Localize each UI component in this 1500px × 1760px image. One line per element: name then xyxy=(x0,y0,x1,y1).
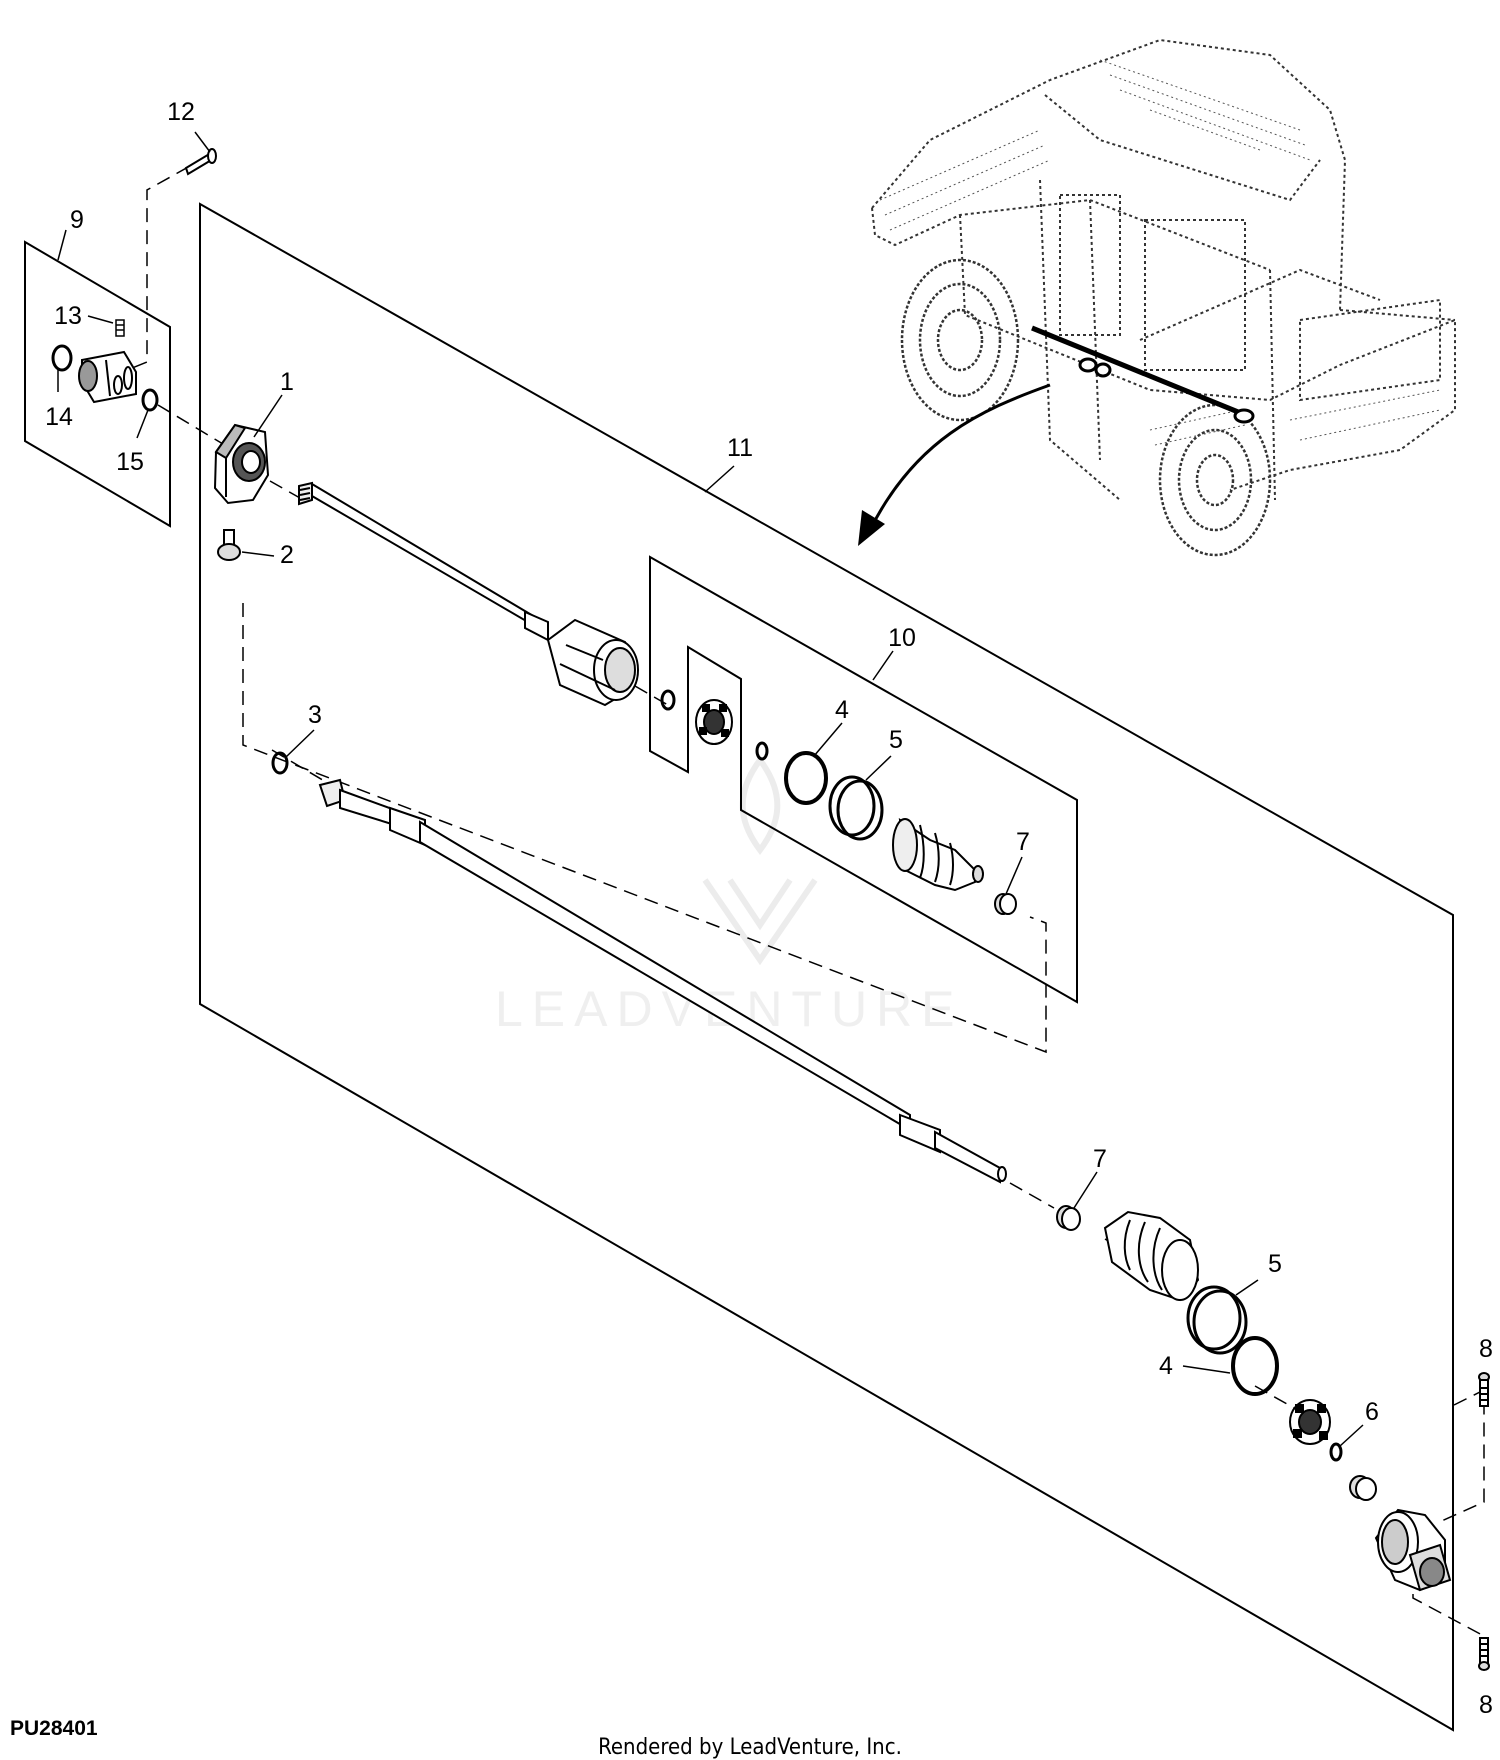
callout-leader-lines xyxy=(57,131,1364,1447)
upper-cv-housing xyxy=(546,618,639,707)
part-5-lower-band xyxy=(1186,1285,1248,1355)
watermark-logo xyxy=(702,754,818,966)
part-5-upper-band xyxy=(828,775,884,841)
lower-cv-boot xyxy=(1103,1210,1200,1302)
figure-id: PU28401 xyxy=(10,1717,98,1740)
callout-7-lower: 7 xyxy=(1093,1145,1107,1173)
kit-9-outline xyxy=(24,240,171,528)
callout-15: 15 xyxy=(116,448,144,476)
vehicle-wheels xyxy=(900,258,1272,557)
kit-10-snap-ring xyxy=(755,741,769,761)
upper-cv-boot xyxy=(892,817,984,892)
kit-10-outline xyxy=(649,555,1078,1004)
part-4-lower-clamp xyxy=(1231,1336,1279,1396)
upper-drive-shaft xyxy=(298,481,549,642)
part-3-clip xyxy=(271,751,289,775)
kit-9-coupler xyxy=(78,350,137,404)
callout-8-lower: 8 xyxy=(1479,1691,1493,1719)
part-4-upper-clamp xyxy=(784,751,828,805)
callout-9: 9 xyxy=(70,206,84,234)
callout-1: 1 xyxy=(280,368,294,396)
callout-5-upper: 5 xyxy=(889,726,903,754)
part-12-screw xyxy=(184,148,217,176)
part-1-bearing-housing xyxy=(213,423,270,505)
kit-10-clip xyxy=(660,689,676,711)
part-14-ring xyxy=(51,344,73,372)
lower-bearing-cage xyxy=(1289,1399,1331,1445)
part-15-ring xyxy=(141,388,159,412)
rendered-by-footer: Rendered by LeadVenture, Inc. xyxy=(598,1735,902,1760)
part-13-set-screw xyxy=(115,319,125,337)
callout-11: 11 xyxy=(727,434,753,462)
callout-6: 6 xyxy=(1365,1398,1379,1426)
lower-yoke-housing xyxy=(1374,1508,1452,1592)
part-2-bolt xyxy=(217,529,241,561)
dashed-assembly-lines xyxy=(109,155,1485,1637)
callout-13: 13 xyxy=(54,302,82,330)
callout-10: 10 xyxy=(888,624,916,652)
part-7-upper-collar xyxy=(994,893,1017,915)
callout-14: 14 xyxy=(45,403,73,431)
part-8-bolt-upper xyxy=(1478,1372,1490,1407)
callout-8-upper: 8 xyxy=(1479,1335,1493,1363)
callout-5-lower: 5 xyxy=(1268,1250,1282,1278)
part-6-snap-ring xyxy=(1329,1442,1343,1462)
callout-4-upper: 4 xyxy=(835,696,849,724)
lower-collar-ring xyxy=(1349,1475,1377,1501)
part-7-lower-collar xyxy=(1056,1205,1081,1231)
vehicle-hatching xyxy=(879,59,1441,446)
assembly-11-outline xyxy=(199,202,1454,1732)
callout-4-lower: 4 xyxy=(1159,1352,1173,1380)
callout-3: 3 xyxy=(308,701,322,729)
kit-10-bearing-cage xyxy=(695,699,733,745)
location-arrow xyxy=(858,383,1051,546)
vehicle-drive-shaft-highlight xyxy=(1031,325,1255,424)
lower-drive-shaft xyxy=(318,778,1007,1184)
utility-vehicle-illustration xyxy=(871,38,1456,501)
callout-2: 2 xyxy=(280,541,294,569)
part-8-bolt-lower xyxy=(1478,1637,1490,1671)
callout-12: 12 xyxy=(167,98,195,126)
callout-7-upper: 7 xyxy=(1016,828,1030,856)
